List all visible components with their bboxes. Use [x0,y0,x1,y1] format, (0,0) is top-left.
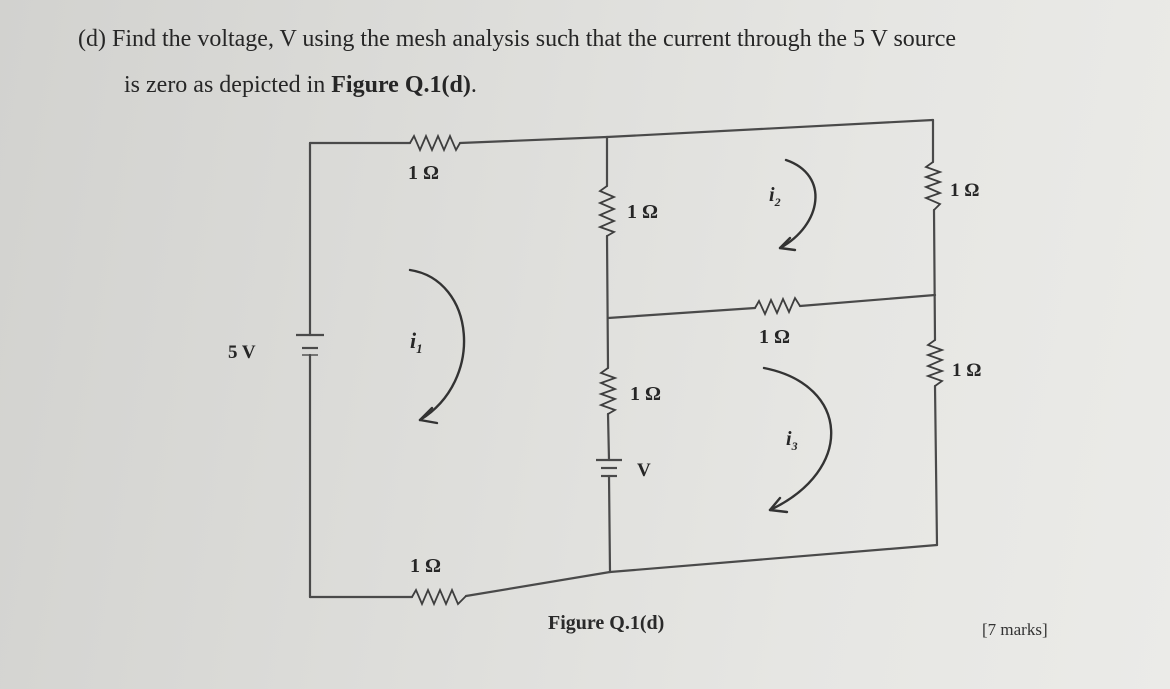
resistor-right-lower [925,339,945,387]
resistor-center-horizontal [754,296,801,317]
label-mesh-i3-sub: 3 [791,439,798,453]
resistor-mid-lower [598,367,618,415]
resistor-top-left [409,133,461,153]
label-r-right-lower: 1 Ω [952,360,981,381]
question-line-2-prefix: is zero as depicted in [124,72,332,98]
mesh-arrow-i1-head [418,406,439,425]
question-line-1: (d) Find the voltage, V using the mesh a… [78,26,957,52]
mesh-arrow-i2-head [778,236,797,252]
label-r-right-upper: 1 Ω [950,180,979,201]
mesh-arrow-i3 [762,366,833,512]
label-mesh-i1-sub: 1 [416,341,423,356]
resistor-right-upper [923,161,943,211]
question-line-2-suffix: . [470,72,477,98]
mesh-arrow-i3-head [768,496,789,514]
wire-top-left-b [458,135,609,145]
resistor-bottom-left [411,587,467,607]
label-v: V [637,460,651,481]
question-line-2: is zero as depicted in Figure Q.1(d). [78,62,1118,108]
label-mesh-i3-main: i [786,428,792,450]
label-mesh-i1: i1 [410,328,423,356]
battery-5v [296,333,324,356]
question-text: (d) Find the voltage, V using the mesh a… [78,16,1118,108]
label-r-center: 1 Ω [759,326,790,348]
wire-right-b [932,208,937,342]
label-mesh-i1-main: i [410,328,417,353]
battery-v [596,458,622,478]
label-5v: 5 V [228,342,256,363]
figure-caption: Figure Q.1(d) [548,612,665,634]
label-r-top-left: 1 Ω [408,162,439,184]
resistor-mid-upper [597,185,617,237]
mesh-arrow-i1 [408,268,466,422]
wire-center-b [798,293,937,308]
wire-bottom-left-b [464,570,612,598]
wire-bottom-right [608,543,939,574]
wire-right-c [933,384,939,547]
label-r-mid-upper: 1 Ω [627,201,658,223]
wire-mid-c [606,412,611,462]
label-mesh-i2-main: i [769,184,775,206]
wire-mid-d [607,474,612,574]
figure-reference: Figure Q.1(d) [331,72,471,98]
marks-label: [7 marks] [982,620,1048,639]
wire-mid-b [605,234,610,370]
label-r-mid-lower: 1 Ω [630,383,661,405]
mesh-arrow-i2 [778,158,817,250]
wire-top-right [605,118,935,139]
label-mesh-i3: i3 [786,428,798,453]
label-r-bottom-left: 1 Ω [410,555,441,577]
label-mesh-i2-sub: 2 [774,195,781,209]
wire-center-a [606,306,757,320]
label-mesh-i2: i2 [769,184,781,209]
